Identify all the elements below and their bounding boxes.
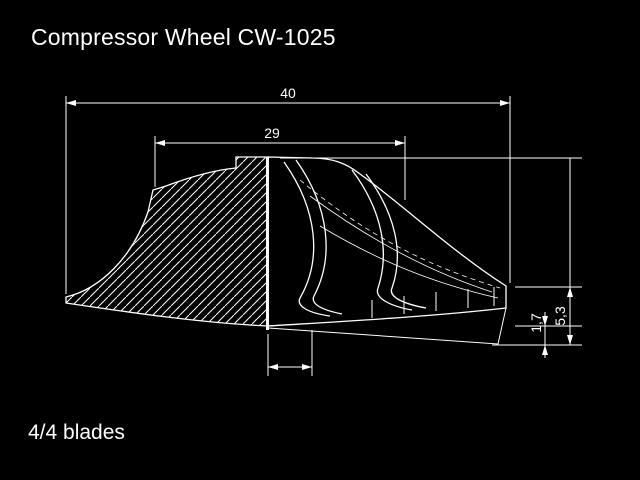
wheel-cross-section [65, 156, 507, 345]
page-title: Compressor Wheel CW-1025 [31, 24, 336, 50]
blade-curve [351, 169, 413, 311]
blade-tip-marks [371, 287, 495, 318]
dimension-exducer-height-label: 5,3 [552, 306, 568, 326]
hub-section-hatched [65, 156, 269, 327]
extension-lines [267, 330, 313, 376]
blade-curve-thin [319, 225, 499, 299]
rim-bottom-edge [267, 307, 507, 345]
dimension-blade-tip-height-label: 1,7 [528, 313, 544, 333]
arrowheads [268, 364, 312, 370]
dimension-overall-width: 40 [65, 85, 511, 294]
extension-lines [280, 157, 582, 346]
blade-profile-outline [267, 156, 507, 327]
dimension-bottom-boss [267, 330, 313, 376]
dimension-right-heights: 5,3 1,7 [280, 157, 582, 358]
blade-count-label: 4/4 blades [28, 421, 125, 444]
extension-lines [154, 136, 406, 200]
blade-curve [283, 161, 331, 317]
blade-curve [295, 159, 343, 315]
blade-curve [365, 173, 427, 309]
blade-curve-hidden [299, 179, 501, 289]
extension-lines [65, 96, 511, 294]
dimension-inducer-width: 29 [154, 125, 406, 200]
arrowheads [542, 316, 548, 355]
blade-curve-thin [309, 195, 493, 293]
dimension-overall-width-label: 40 [280, 85, 296, 101]
dimension-inducer-width-label: 29 [264, 125, 280, 141]
